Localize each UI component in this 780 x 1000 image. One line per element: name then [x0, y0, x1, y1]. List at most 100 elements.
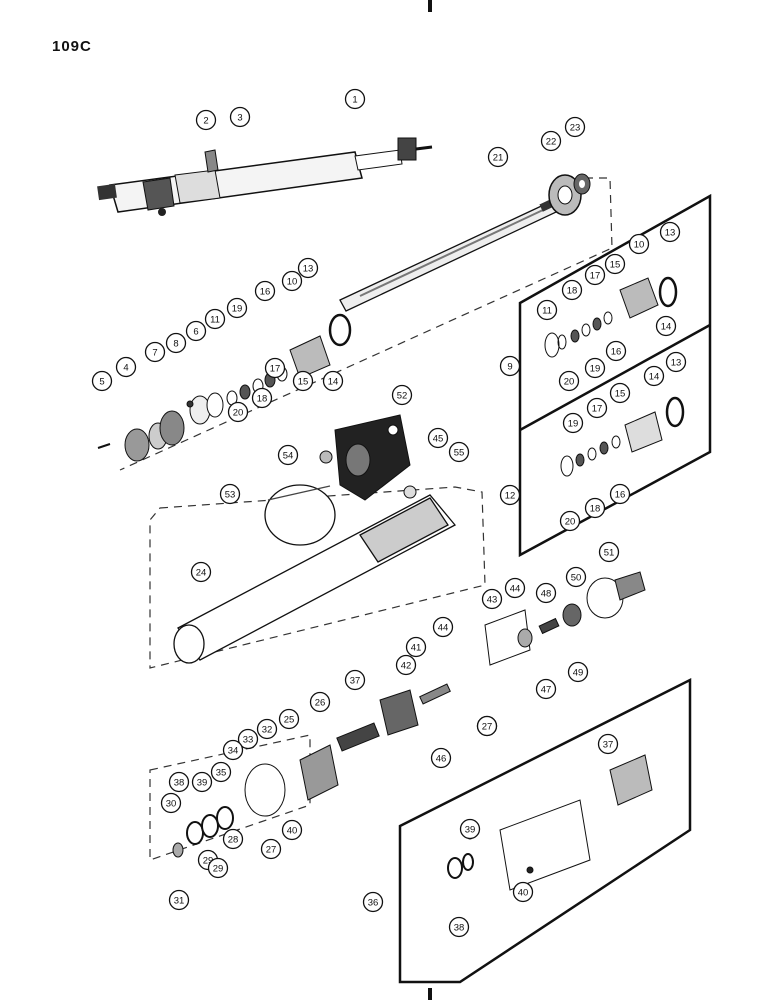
callout-number: 38	[454, 923, 465, 934]
callout-circle	[584, 264, 606, 286]
callout-circle	[207, 857, 229, 879]
callout-circle	[281, 270, 303, 292]
callout-circle	[227, 401, 249, 423]
callout-circle	[115, 356, 137, 378]
callout-number: 47	[541, 685, 552, 696]
callout-11: 11	[536, 299, 558, 321]
callout-number: 44	[510, 584, 521, 595]
callout-51: 51	[598, 541, 620, 563]
callout-circle	[309, 691, 331, 713]
callout-number: 36	[368, 898, 379, 909]
callout-number: 9	[507, 362, 512, 373]
callout-circle	[561, 279, 583, 301]
callout-circle	[210, 761, 232, 783]
callout-number: 7	[152, 348, 157, 359]
callout-number: 14	[661, 322, 672, 333]
callout-39: 39	[459, 818, 481, 840]
callout-27: 27	[260, 838, 282, 860]
callout-circle	[499, 484, 521, 506]
callout-circle	[391, 384, 413, 406]
callout-5: 5	[91, 370, 113, 392]
callout-13: 13	[659, 221, 681, 243]
callout-3: 3	[229, 106, 251, 128]
callout-number: 23	[570, 123, 581, 134]
callout-number: 30	[166, 799, 177, 810]
callout-number: 10	[287, 277, 298, 288]
callout-circle	[254, 280, 276, 302]
callout-number: 31	[174, 896, 185, 907]
callout-34: 34	[222, 739, 244, 761]
callout-number: 11	[210, 315, 220, 326]
callout-47: 47	[535, 678, 557, 700]
callout-15: 15	[609, 382, 631, 404]
callout-9: 9	[499, 355, 521, 377]
callout-number: 40	[287, 826, 298, 837]
dashed-outline-rod-group	[119, 177, 613, 471]
callout-43: 43	[481, 588, 503, 610]
callout-circle	[427, 427, 449, 449]
callout-21: 21	[487, 146, 509, 168]
callout-number: 13	[665, 228, 676, 239]
callout-number: 15	[615, 389, 626, 400]
callout-circle	[251, 387, 273, 409]
callout-circle	[256, 718, 278, 740]
callout-circle	[165, 332, 187, 354]
callout-1: 1	[344, 88, 366, 110]
control-valve-parts	[172, 571, 646, 858]
callout-48: 48	[535, 582, 557, 604]
callout-number: 24	[196, 568, 207, 579]
callout-16: 16	[254, 280, 276, 302]
callout-number: 42	[401, 661, 412, 672]
callout-number: 44	[438, 623, 449, 634]
callout-number: 18	[567, 286, 578, 297]
callout-number: 2	[203, 116, 208, 127]
callout-circle	[535, 582, 557, 604]
callout-number: 51	[604, 548, 615, 559]
callout-15: 15	[604, 253, 626, 275]
callout-number: 17	[590, 271, 601, 282]
callout-circle	[512, 881, 534, 903]
callout-circle	[628, 233, 650, 255]
callout-27: 27	[476, 715, 498, 737]
callout-14: 14	[655, 315, 677, 337]
callout-52: 52	[391, 384, 413, 406]
callout-31: 31	[168, 889, 190, 911]
callout-16: 16	[605, 340, 627, 362]
callout-10: 10	[281, 270, 303, 292]
callout-circle	[609, 483, 631, 505]
callout-45: 45	[427, 427, 449, 449]
callout-20: 20	[558, 370, 580, 392]
callout-number: 46	[436, 754, 447, 765]
callout-number: 29	[213, 864, 224, 875]
callout-circle	[432, 616, 454, 638]
callout-number: 54	[283, 451, 294, 462]
gland-and-nut	[548, 173, 591, 216]
callout-19: 19	[584, 357, 606, 379]
callout-28: 28	[222, 828, 244, 850]
lower-kit-parts	[447, 754, 653, 891]
callout-number: 37	[350, 676, 361, 687]
callout-14: 14	[322, 370, 344, 392]
callout-circle	[185, 320, 207, 342]
callout-12: 12	[499, 484, 521, 506]
callout-circle	[559, 510, 581, 532]
callout-circle	[362, 891, 384, 913]
callout-number: 13	[671, 358, 682, 369]
callout-number: 11	[542, 306, 552, 317]
callout-number: 53	[225, 490, 236, 501]
callout-circle	[237, 728, 259, 750]
callout-circle	[476, 715, 498, 737]
callout-circle	[264, 357, 286, 379]
callout-circle	[597, 733, 619, 755]
callout-8: 8	[165, 332, 187, 354]
callout-number: 27	[266, 845, 277, 856]
callout-17: 17	[586, 397, 608, 419]
callout-42: 42	[395, 654, 417, 676]
callout-number: 29	[203, 856, 214, 867]
callout-circle	[665, 351, 687, 373]
callout-circle	[430, 747, 452, 769]
callout-number: 28	[228, 835, 239, 846]
